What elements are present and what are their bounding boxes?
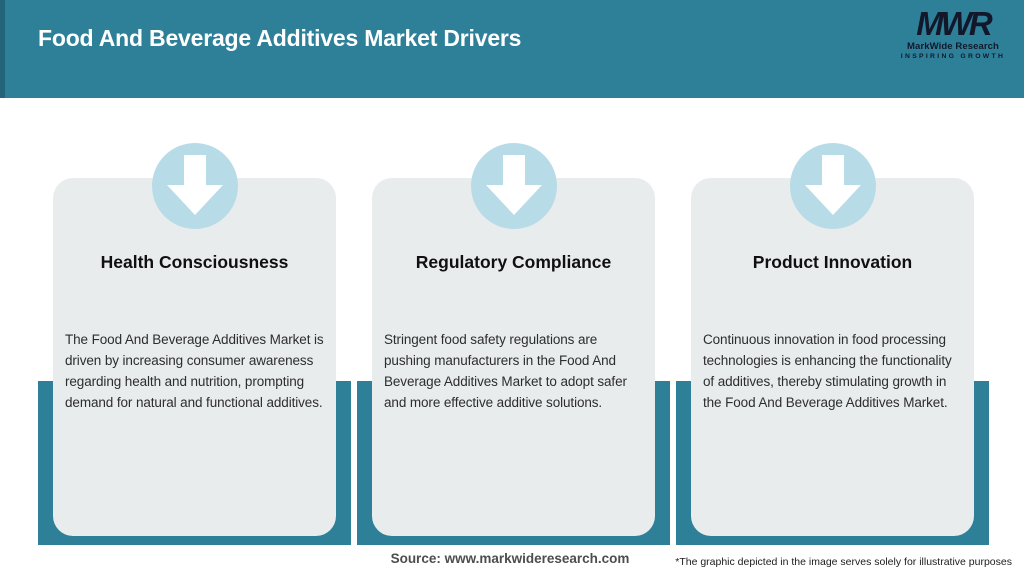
driver-card-regulatory-compliance: Regulatory Compliance Stringent food saf… — [372, 143, 655, 536]
logo-monogram: MWR — [916, 5, 992, 42]
arrow-down-icon — [151, 143, 238, 229]
driver-card-product-innovation: Product Innovation Continuous innovation… — [691, 143, 974, 536]
arrow-down-icon — [789, 143, 876, 229]
header-bar: Food And Beverage Additives Market Drive… — [0, 0, 1024, 98]
header-left-accent — [0, 0, 5, 98]
page-title: Food And Beverage Additives Market Drive… — [38, 25, 522, 51]
disclaimer-text: *The graphic depicted in the image serve… — [675, 556, 1012, 568]
markwide-research-logo: MWR MarkWide Research INSPIRING GROWTH — [898, 7, 1008, 60]
card-title: Health Consciousness — [100, 252, 289, 272]
source-text: Source: www.markwideresearch.com — [390, 551, 630, 566]
card-description: Stringent food safety regulations are pu… — [384, 332, 627, 410]
arrow-down-icon — [470, 143, 557, 229]
driver-card-health-consciousness: Health Consciousness The Food And Bevera… — [53, 143, 336, 536]
card-description: Continuous innovation in food processing… — [703, 332, 952, 410]
logo-name: MarkWide Research — [907, 41, 999, 52]
card-title: Product Innovation — [752, 252, 913, 272]
logo-tagline: INSPIRING GROWTH — [900, 52, 1006, 60]
card-title: Regulatory Compliance — [415, 252, 612, 272]
card-description: The Food And Beverage Additives Market i… — [65, 332, 324, 410]
